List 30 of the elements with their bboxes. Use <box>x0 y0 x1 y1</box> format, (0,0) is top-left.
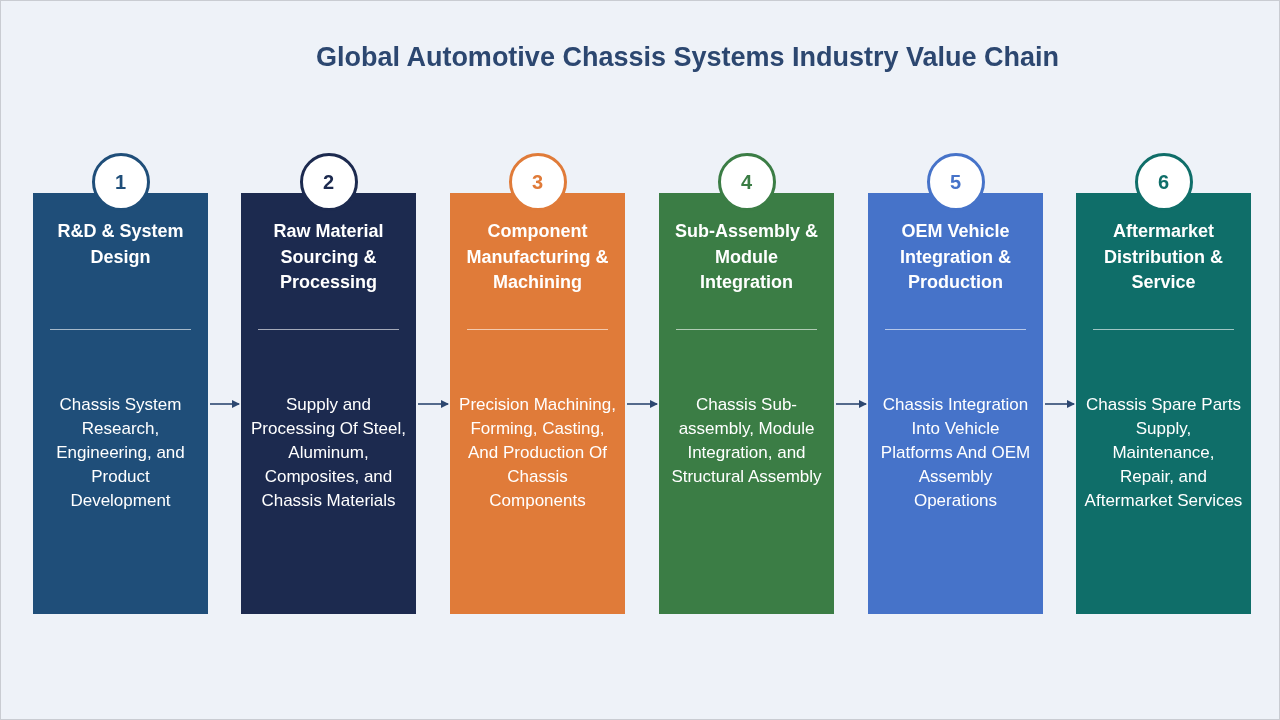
stage-column <box>33 193 208 614</box>
arrow <box>835 400 867 408</box>
stage-description: Chassis Integration Into Vehicle Platforms And OEM Assembly Operations <box>879 394 1032 512</box>
stage-heading: Sub-Assembly & Module Integration <box>673 220 819 294</box>
arrow <box>626 400 658 408</box>
stage-heading: Component Manufacturing & Machining <box>465 220 610 294</box>
arrow <box>1044 400 1075 408</box>
stage-column <box>450 193 625 614</box>
stage-column <box>1076 193 1251 614</box>
stage-column <box>241 193 416 614</box>
stage-description: Chassis System Research, Engineering, and Product Development <box>55 394 186 512</box>
step-number: 4 <box>717 153 776 211</box>
stage-heading: Raw Material Sourcing & Processing <box>272 220 385 294</box>
stage-heading: Aftermarket Distribution & Service <box>1103 220 1224 294</box>
stage-description: Precision Machining, Forming, Casting, And Production Of Chassis Components <box>458 394 617 512</box>
title: Global Automotive Chassis Systems Industry Value Chain <box>314 42 1061 73</box>
stage-heading: OEM Vehicle Integration & Production <box>899 220 1012 294</box>
step-number: 6 <box>1134 153 1193 211</box>
arrow <box>417 400 449 408</box>
arrow <box>209 400 240 408</box>
step-number: 1 <box>91 153 150 211</box>
stage-description: Chassis Spare Parts Supply, Maintenance, Repair, and Aftermarket Services <box>1084 394 1243 512</box>
stage-description: Supply and Processing Of Steel, Aluminum, Composites, and Chassis Materials <box>250 394 407 512</box>
stage-column <box>868 193 1043 614</box>
stage-column <box>659 193 834 614</box>
step-number: 3 <box>508 153 567 211</box>
step-number: 2 <box>299 153 358 211</box>
stage-description: Chassis Sub-assembly, Module Integration, and Structural Assembly <box>670 394 823 488</box>
step-number: 5 <box>926 153 985 211</box>
stage-heading: R&D & System Design <box>56 220 185 269</box>
